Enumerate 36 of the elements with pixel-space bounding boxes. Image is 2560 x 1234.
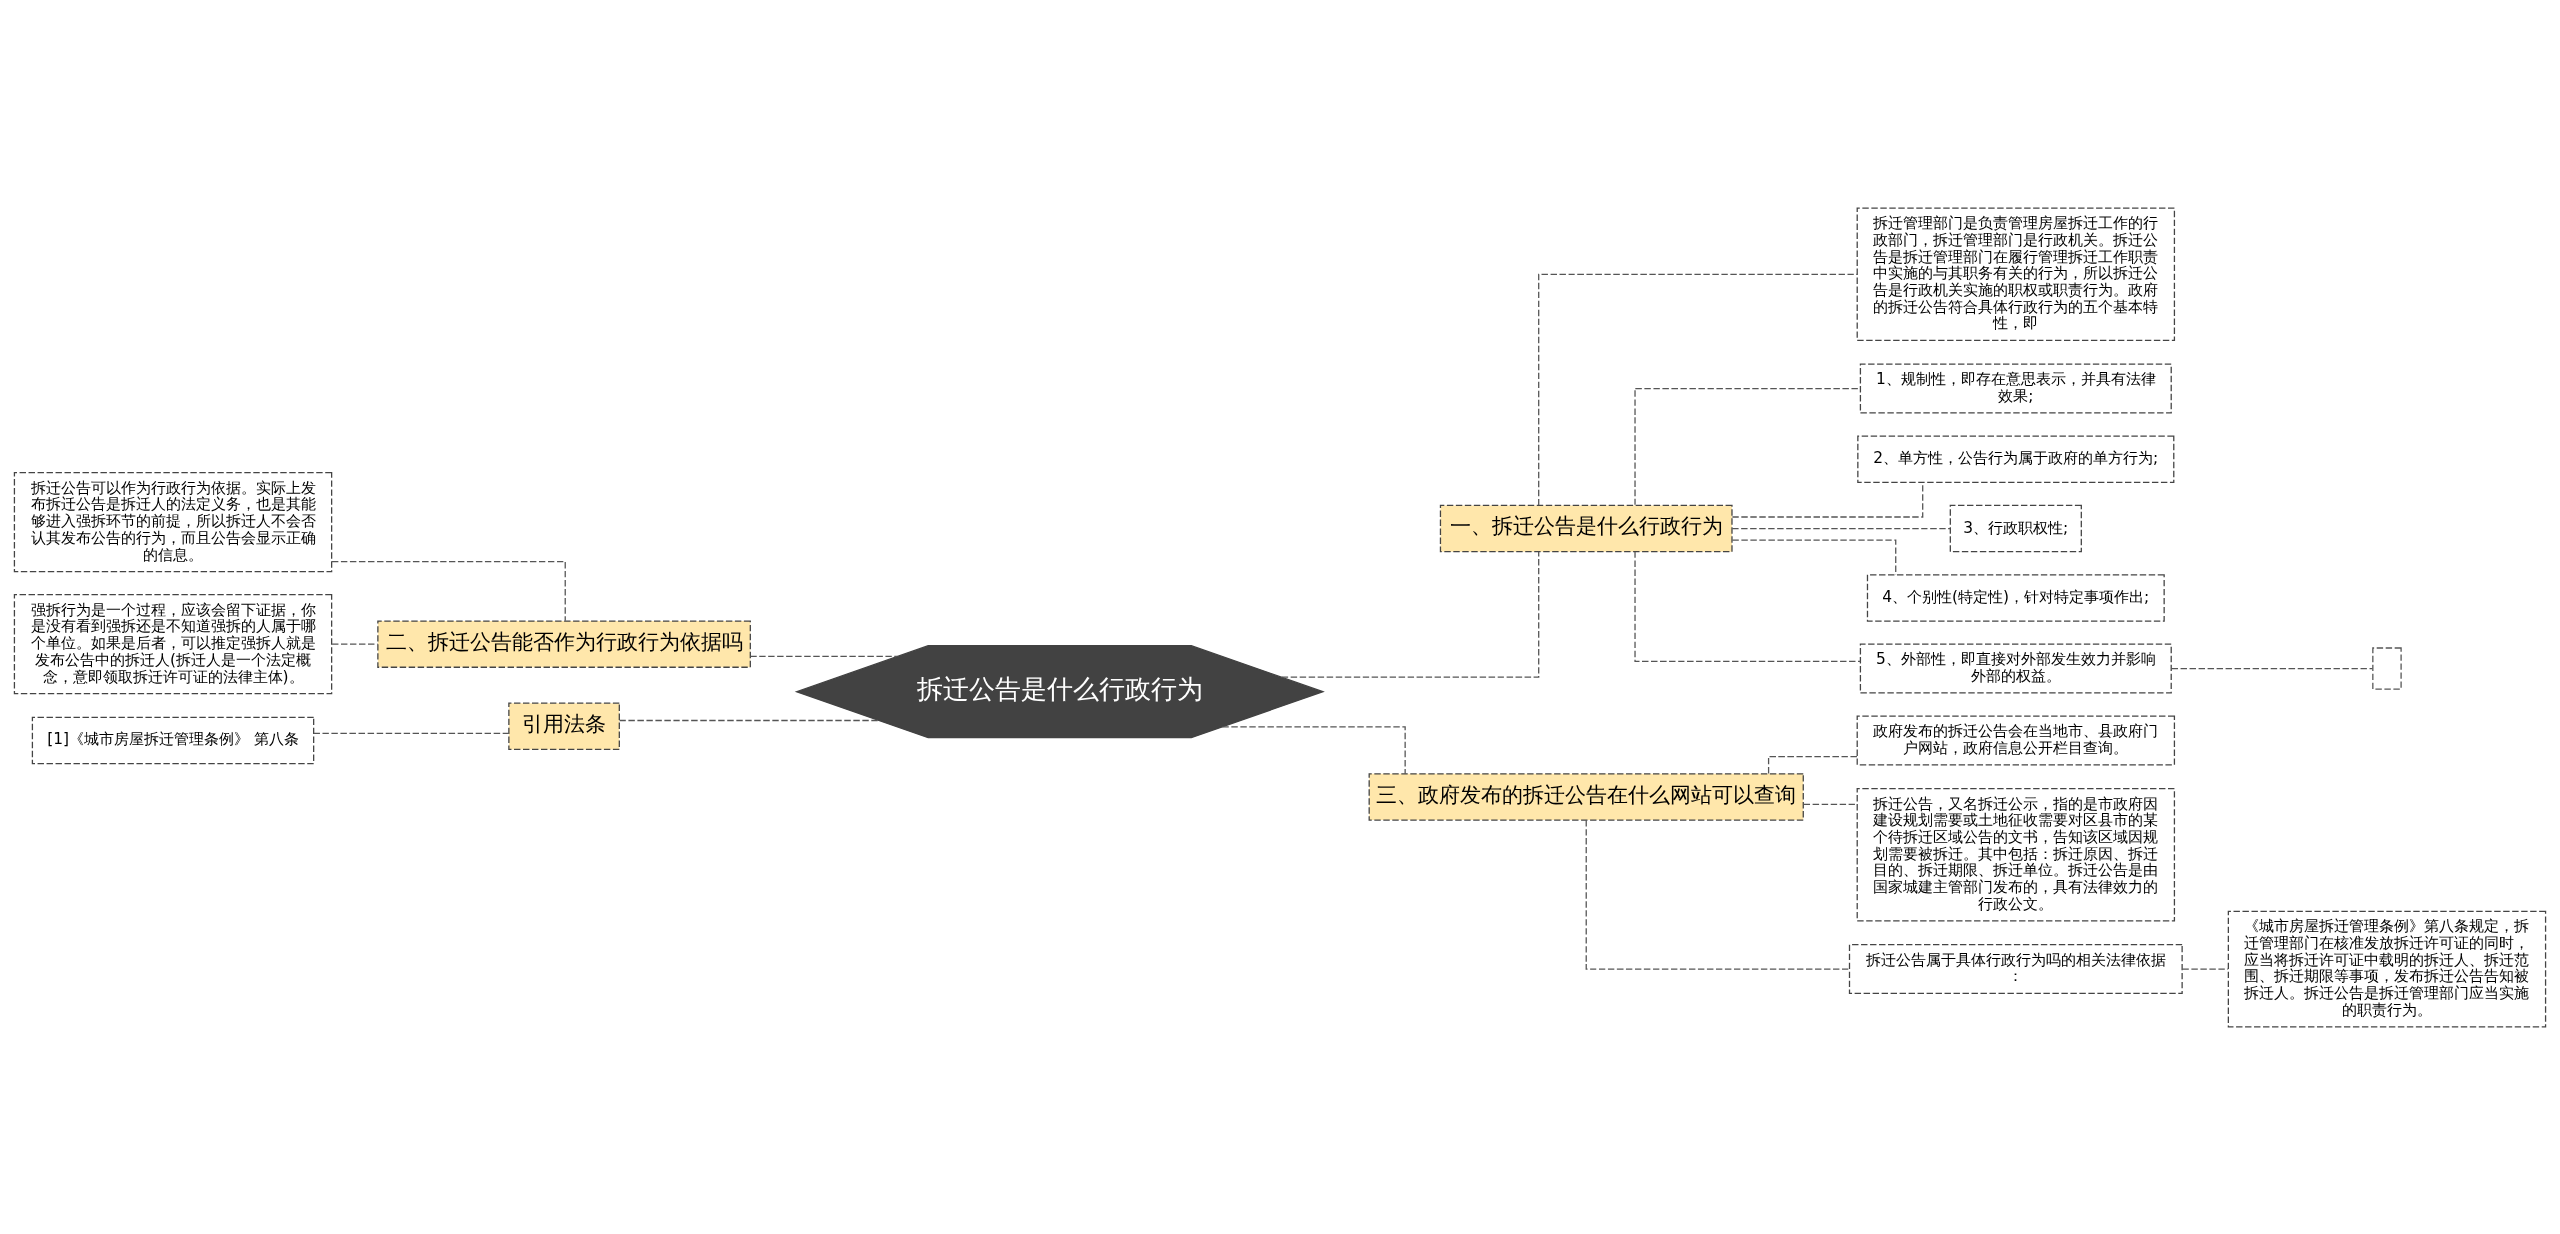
connector [1634,387,1862,505]
connector [331,643,379,645]
connector [331,560,566,621]
node-box: 拆迁公告，又名拆迁公示，指的是市政府因建设规划需要或土地征收需要对区县市的某个待拆迁区域公告的文书，告知该区域因规划需要被拆迁。其中包括：拆迁原因、拆迁目的、拆迁期限、拆迁单位。拆迁公告是由国家城建主管部门发布的，具有法律效力的行政公文。 [1856,787,2176,922]
connector [618,719,880,721]
node-box: 政府发布的拆迁公告会在当地市、县政府门户网站，政府信息公开栏目查询。 [1856,714,2176,765]
node-box: 《城市房屋拆迁管理条例》第八条规定，拆迁管理部门在核准发放拆迁许可证的同时，应当将拆迁许可证中载明的拆迁人、拆迁范围、拆迁期限等事项，发布拆迁公告告知被拆迁人。拆迁公告是拆迁管理部门应当实施的职责行为。 [2227,910,2547,1027]
node-box: 引用法条 [508,702,620,750]
connector [1767,755,1858,774]
connector [1585,819,1850,970]
node-box: 拆迁管理部门是负责管理房屋拆迁工作的行政部门，拆迁管理部门是行政机关。拆迁公告是拆迁管理部门在履行管理拆迁工作职责中实施的与其职务有关的行为，所以拆迁公告是行政机关实施的职权或职责行为。政府的拆迁公告符合具体行政行为的五个基本特性，即 [1856,207,2176,341]
connector [1281,550,1540,678]
node-box: 强拆行为是一个过程，应该会留下证据，你是没有看到强拆还是不知道强拆的人属于哪个单位。如果是后者，可以推定强拆人就是发布公告中的拆迁人(拆迁人是一个法定概念，意即领取拆迁许可证的法律主体)。 [13,593,333,694]
connector [1731,481,1924,518]
connector [1802,803,1858,805]
node-box: 一、拆迁公告是什么行政行为 [1439,504,1733,552]
node-box: 4、个别性(特定性)，针对特定事项作出; [1866,573,2165,622]
connector [1221,725,1406,774]
node-box: [1]《城市房屋拆迁管理条例》 第八条 [31,716,315,764]
node-box: 二、拆迁公告能否作为行政行为依据吗 [377,619,751,668]
connector [1731,539,1897,575]
node-box: 三、政府发布的拆迁公告在什么网站可以查询 [1368,772,1804,821]
connector [1538,273,1858,506]
connector [749,655,898,657]
connector [2181,967,2229,970]
node-box: 拆迁公告属于具体行政行为吗的相关法律依据： [1848,943,2183,994]
node-box [2372,646,2402,690]
connector [313,732,510,734]
connector [1731,527,1951,529]
node-box: 3、行政职权性; [1949,504,2082,552]
connector [1634,550,1862,662]
node-box: 5、外部性，即直接对外部发生效力并影响外部的权益。 [1859,643,2172,694]
connector [2170,667,2374,669]
node-box: 2、单方性，公告行为属于政府的单方行为; [1857,434,2175,483]
node-box: 1、规制性，即存在意思表示，并具有法律效果; [1859,363,2172,414]
node-box: 拆迁公告可以作为行政行为依据。实际上发布拆迁公告是拆迁人的法定义务，也是其能够进入强拆环节的前提，所以拆迁人不会否认其发布公告的行为，而且公告会显示正确的信息。 [13,471,333,572]
